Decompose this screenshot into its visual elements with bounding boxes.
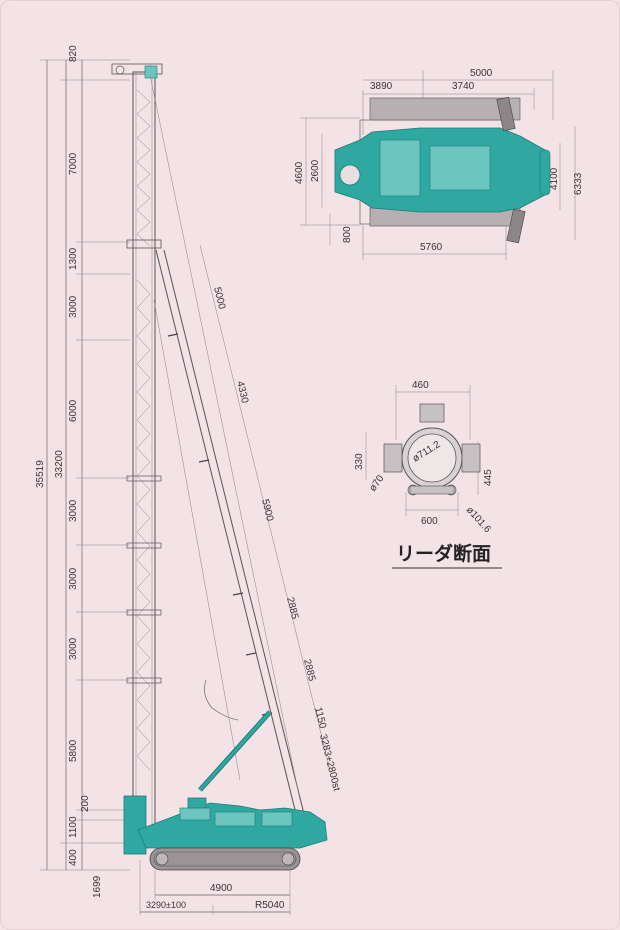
stay-dim-2885-b: 2885 (301, 658, 317, 683)
section-dim-460: 460 (412, 380, 429, 391)
plan-dim-800: 800 (342, 226, 353, 243)
dim-r5040: R5040 (255, 900, 285, 911)
dim-1100: 1100 (68, 816, 79, 838)
dim-3000-c: 3000 (68, 567, 79, 590)
dim-3000-b: 3000 (68, 499, 79, 522)
plan-body (334, 96, 551, 244)
crawler-track (149, 847, 301, 871)
dim-3000-d: 3000 (68, 637, 79, 660)
crane-body (123, 795, 328, 855)
section-dim-70: ø70 (367, 473, 386, 494)
stay-dim-5000: 5000 (211, 286, 227, 311)
plan-dim-4600: 4600 (294, 161, 305, 184)
stay-dim-1150: 1150 (312, 706, 328, 730)
dim-200: 200 (80, 795, 91, 812)
stay-dim-2885-a: 2885 (284, 596, 300, 621)
dim-400: 400 (68, 849, 79, 866)
dim-7000: 7000 (68, 152, 79, 175)
plan-dim-2600: 2600 (310, 159, 321, 182)
leader-section-view: 460 330 ø711.2 ø70 445 600 ø101.6 リーダ断面 (354, 380, 502, 569)
leader-mast (111, 63, 163, 833)
section-dim-330: 330 (354, 453, 365, 470)
dim-6000: 6000 (68, 399, 79, 422)
side-elevation-view: 820 7000 1300 3000 6000 33200 35519 3000… (35, 45, 342, 915)
section-dim-1016: ø101.6 (464, 505, 493, 536)
section-dim-600: 600 (421, 516, 438, 527)
dim-3000-upper: 3000 (68, 295, 79, 318)
dim-820: 820 (68, 45, 79, 62)
dim-5800: 5800 (68, 739, 79, 762)
dim-33200: 33200 (54, 450, 65, 478)
plan-dim-5760: 5760 (420, 242, 443, 253)
stay-dim-5900: 5900 (259, 498, 275, 523)
plan-dim-4100: 4100 (549, 167, 560, 190)
stay-dim-3283: 3283+2800st (317, 733, 342, 792)
plan-dim-6333: 6333 (573, 172, 584, 195)
dim-35519: 35519 (35, 460, 46, 488)
dim-1300: 1300 (68, 247, 79, 270)
dim-1699: 1699 (92, 875, 103, 898)
plan-view: 5000 3890 3740 4600 2600 4100 6333 800 5… (294, 68, 584, 260)
backstay (149, 74, 331, 831)
leader-pipe-section (383, 403, 481, 496)
plan-dim-3740: 3740 (452, 81, 475, 92)
stay-dim-4330: 4330 (234, 380, 250, 405)
dim-3290: 3290±100 (146, 900, 186, 910)
dim-4900: 4900 (210, 883, 233, 894)
leader-section-caption: リーダ断面 (396, 542, 491, 565)
section-dim-445: 445 (483, 469, 494, 486)
plan-dim-3890: 3890 (370, 81, 393, 92)
plan-dim-5000: 5000 (470, 68, 493, 79)
